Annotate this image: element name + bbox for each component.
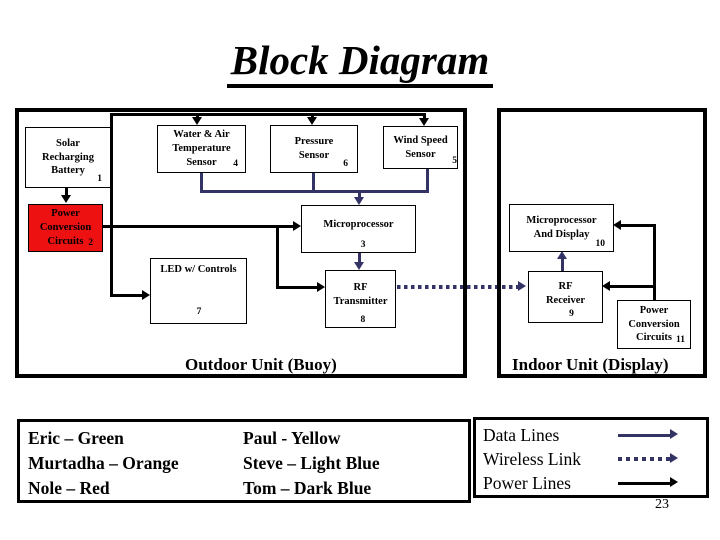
power-arrow-pressure — [307, 117, 317, 125]
outdoor-unit-label: Outdoor Unit (Buoy) — [185, 355, 337, 374]
data-line-pressure-down — [312, 173, 315, 193]
page-title-text: Block Diagram — [226, 37, 494, 88]
data-line-watertemp-down — [200, 172, 203, 193]
block-label: RF Transmitter — [333, 282, 388, 307]
block-microprocessor-and-display: Microprocessor And Display 10 — [509, 204, 614, 252]
data-arrow-micro — [354, 197, 364, 205]
indoor-unit-label: Indoor Unit (Display) — [512, 355, 669, 374]
block-power-conversion-outdoor: Power Conversion Circuits 2 — [28, 204, 103, 252]
power-line-to-watertemp — [196, 113, 199, 118]
power-arrow-rftx — [317, 282, 325, 292]
block-label: LED w/ Controls — [160, 264, 237, 275]
data-line-rfrx-to-microdisp — [561, 259, 564, 271]
block-label: Water & Air Temperature Sensor — [172, 129, 231, 168]
block-number: 4 — [233, 159, 238, 169]
block-number: 11 — [676, 335, 685, 345]
outdoor-unit-box — [15, 108, 467, 378]
legend-row-data-lines: Data Lines — [483, 423, 706, 447]
power-line-to-wind — [423, 113, 426, 118]
legend-row-power-lines: Power Lines — [483, 471, 706, 495]
power-line-conv-to-micro — [103, 225, 293, 228]
block-label: Pressure Sensor — [294, 136, 334, 161]
data-line-micro-to-rftx — [358, 253, 361, 263]
block-number: 3 — [360, 240, 366, 250]
block-label: Microprocessor And Display — [526, 215, 597, 240]
power-line-indoor-riser — [653, 225, 656, 302]
block-label: Power Conversion Circuits — [628, 304, 680, 344]
power-line-top-bus — [110, 113, 426, 116]
page-title: Block Diagram — [0, 36, 720, 88]
power-arrow-watertemp — [192, 117, 202, 125]
block-pressure-sensor: Pressure Sensor 6 — [270, 125, 358, 173]
power-arrow-led — [142, 290, 150, 300]
data-line-sample-icon — [618, 429, 680, 441]
block-number: 9 — [569, 309, 574, 319]
team-entry: Eric – Green — [28, 428, 124, 448]
legend-row-wireless-link: Wireless Link — [483, 447, 706, 471]
power-arrow-micro — [293, 221, 301, 231]
legend-label: Power Lines — [483, 472, 571, 493]
data-line-to-micro — [358, 190, 361, 198]
team-entry: Steve – Light Blue — [243, 453, 380, 473]
wireless-link-line — [397, 285, 518, 289]
block-rf-receiver: RF Receiver 9 — [528, 271, 603, 323]
team-entry: Murtadha – Orange — [28, 453, 179, 473]
data-line-wind-down — [426, 169, 429, 193]
data-line-sensor-bus — [200, 190, 429, 193]
power-line-branch-down — [276, 225, 279, 288]
block-microprocessor: Microprocessor 3 — [301, 205, 416, 253]
team-column-right: Paul - Yellow Steve – Light Blue Tom – D… — [243, 426, 380, 501]
block-water-air-temperature-sensor: Water & Air Temperature Sensor 4 — [157, 125, 246, 173]
power-line-to-rftx — [276, 286, 317, 289]
power-line-left-riser — [110, 113, 113, 297]
power-line-to-rfrx — [610, 285, 656, 288]
block-label: Solar Recharging Battery — [42, 137, 94, 177]
block-number: 10 — [595, 239, 606, 249]
power-arrow-rfrx — [602, 281, 610, 291]
power-line-to-pressure — [311, 113, 314, 118]
indoor-unit-box — [497, 108, 707, 378]
block-number: 1 — [97, 174, 102, 184]
power-line-sample-icon — [618, 477, 680, 489]
power-arrow-conv — [61, 195, 71, 203]
block-power-conversion-indoor: Power Conversion Circuits 11 — [617, 300, 691, 349]
block-led-controls: LED w/ Controls 7 — [150, 258, 247, 324]
data-arrow-microdisp — [557, 251, 567, 259]
block-label: RF Receiver — [545, 281, 586, 306]
team-entry: Paul - Yellow — [243, 428, 341, 448]
data-arrow-rftx — [354, 262, 364, 270]
wireless-link-sample-icon — [618, 453, 680, 465]
power-line-battery-to-conv — [65, 187, 68, 196]
team-color-legend: Eric – Green Murtadha – Orange Nole – Re… — [17, 419, 471, 503]
team-entry: Nole – Red — [28, 478, 110, 498]
block-number: 5 — [452, 156, 457, 166]
block-rf-transmitter: RF Transmitter 8 — [325, 270, 396, 328]
block-number: 8 — [360, 315, 366, 325]
power-line-to-led — [110, 294, 142, 297]
wireless-arrow-rfrx — [518, 281, 526, 291]
power-line-to-microdisp — [621, 224, 656, 227]
block-label: Power Conversion Circuits — [39, 208, 92, 247]
legend-label: Wireless Link — [483, 448, 581, 469]
block-number: 6 — [343, 159, 348, 169]
page-number: 23 — [655, 497, 669, 512]
block-number: 2 — [88, 238, 93, 248]
block-label: Microprocessor — [323, 219, 394, 231]
legend-label: Data Lines — [483, 424, 560, 445]
block-solar-recharging-battery: Solar Recharging Battery 1 — [25, 127, 111, 188]
line-type-legend: Data Lines Wireless Link Power Lines — [473, 417, 709, 498]
block-label: Wind Speed Sensor — [393, 134, 448, 160]
power-arrow-microdisp — [613, 220, 621, 230]
block-wind-speed-sensor: Wind Speed Sensor 5 — [383, 126, 458, 169]
power-arrow-wind — [419, 118, 429, 126]
team-entry: Tom – Dark Blue — [243, 478, 372, 498]
block-number: 7 — [196, 307, 202, 317]
team-column-left: Eric – Green Murtadha – Orange Nole – Re… — [28, 426, 179, 501]
